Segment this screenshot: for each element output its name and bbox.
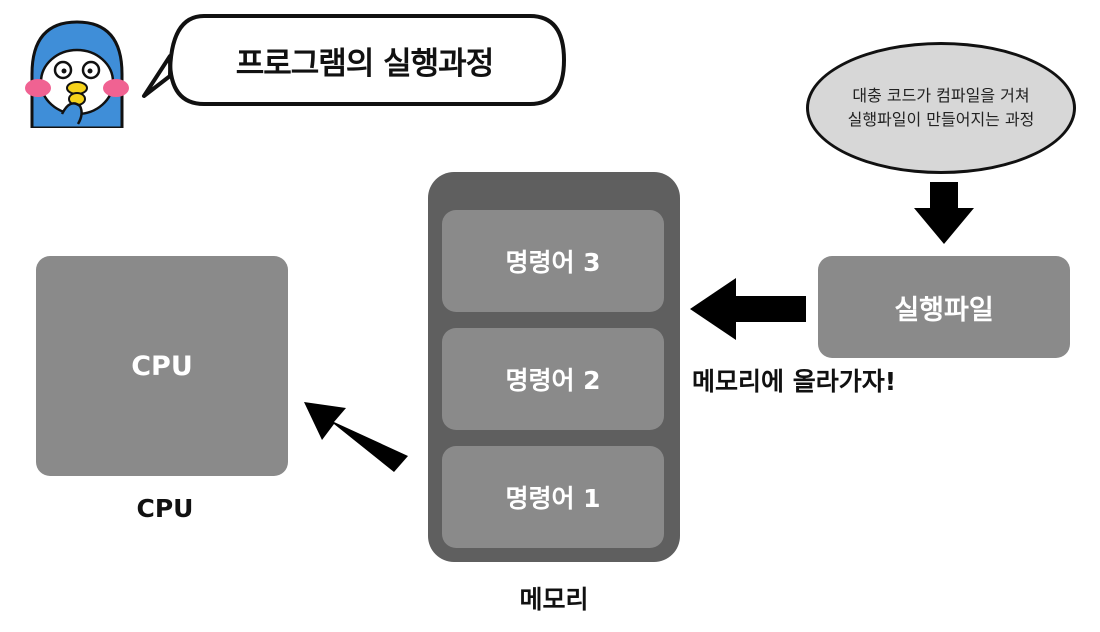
compile-note: 대충 코드가 컴파일을 거쳐 실행파일이 만들어지는 과정	[806, 42, 1076, 174]
page-title: 프로그램의 실행과정	[235, 45, 494, 82]
instruction-3-label: 명령어 3	[505, 248, 601, 277]
arrow-down-icon	[914, 182, 974, 244]
speech-bubble	[142, 14, 566, 106]
cpu-caption: CPU	[136, 494, 194, 523]
compile-note-line-1: 대충 코드가 컴파일을 거쳐	[852, 86, 1030, 105]
arrow-up-left-icon	[304, 402, 408, 472]
cpu-box: CPU	[36, 256, 288, 476]
instruction-1-label: 명령어 1	[505, 484, 601, 513]
penguin-mascot-icon	[25, 20, 129, 128]
compile-note-line-2: 실행파일이 만들어지는 과정	[847, 110, 1035, 129]
executable-file-label: 실행파일	[894, 294, 994, 326]
instruction-2-label: 명령어 2	[505, 366, 601, 395]
arrow-left-icon	[690, 278, 806, 340]
load-to-memory-caption: 메모리에 올라가자!	[692, 367, 897, 396]
cpu-box-label: CPU	[131, 350, 193, 382]
instruction-3-box: 명령어 3	[442, 210, 664, 312]
instruction-1-box: 명령어 1	[442, 446, 664, 548]
instruction-2-box: 명령어 2	[442, 328, 664, 430]
memory-caption: 메모리	[519, 585, 589, 614]
executable-file-box: 실행파일	[818, 256, 1070, 358]
